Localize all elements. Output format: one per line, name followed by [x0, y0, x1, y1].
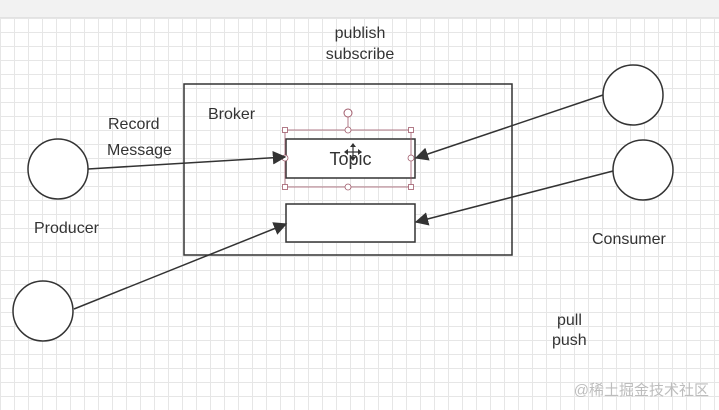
label-message: Message	[107, 142, 172, 159]
watermark: @稀土掘金技术社区	[573, 382, 709, 399]
label-subscribe: subscribe	[325, 46, 395, 63]
label-topic: Topic	[329, 149, 372, 169]
label-pull: pull	[557, 312, 582, 329]
arrow-producer-to-topic[interactable]	[87, 151, 287, 170]
consumer-circle-2[interactable]	[612, 139, 674, 201]
arrow-consumer2-to-queue[interactable]	[414, 170, 614, 226]
producer-circle[interactable]	[27, 138, 89, 200]
editor-toolbar	[0, 0, 719, 18]
label-record: Record	[108, 116, 160, 133]
arrow-consumer1-to-topic[interactable]	[414, 94, 604, 161]
move-cursor-icon	[344, 143, 362, 161]
producer-circle-2[interactable]	[12, 280, 74, 342]
label-consumer: Consumer	[592, 231, 666, 248]
label-push: push	[552, 332, 587, 349]
label-publish: publish	[334, 25, 386, 42]
label-producer: Producer	[34, 220, 99, 237]
label-broker: Broker	[208, 106, 256, 123]
queue-box[interactable]	[285, 203, 416, 243]
broker-box[interactable]	[183, 83, 513, 256]
consumer-circle-1[interactable]	[602, 64, 664, 126]
arrow-producer2-to-queue[interactable]	[73, 222, 288, 310]
